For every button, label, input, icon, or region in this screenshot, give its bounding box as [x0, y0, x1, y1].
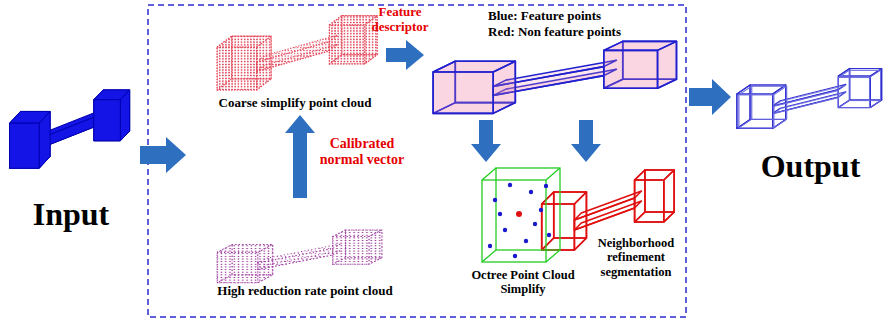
point — [503, 228, 507, 232]
center-point — [516, 211, 522, 217]
point — [524, 239, 528, 243]
input-model — [10, 90, 130, 168]
illustration-group: Octree Point Cloud Simplify — [466, 164, 580, 299]
illustration-group: High reduction rate point cloud — [200, 200, 410, 302]
illustration-group: Coarse simplify point cloud — [205, 8, 385, 113]
point — [533, 222, 537, 226]
edge-label: Feature descriptor — [365, 5, 435, 35]
sparse-point-cloud — [217, 230, 382, 283]
caption-text: High reduction rate point cloud — [200, 284, 410, 299]
point — [508, 183, 512, 187]
point — [539, 208, 543, 212]
point — [544, 184, 548, 188]
output-model-inner — [739, 70, 881, 128]
flow-arrow — [386, 40, 424, 70]
flow-arrow — [471, 120, 501, 162]
flow-arrow — [285, 115, 315, 198]
octree-cube — [482, 168, 560, 262]
caption-text: Output — [733, 148, 888, 185]
illustration-group: Output — [733, 60, 888, 192]
point — [488, 244, 492, 248]
caption-text: Octree Point Cloud Simplify — [466, 268, 580, 297]
flow-arrow — [571, 120, 601, 162]
output-arrow — [689, 79, 731, 115]
point — [493, 198, 497, 202]
caption-text: Coarse simplify point cloud — [205, 96, 385, 111]
caption-text: Neighborhood refinement segmentation — [592, 236, 680, 279]
point — [498, 212, 502, 216]
illustration-group: Input — [4, 82, 138, 235]
coarse-point-cloud — [217, 16, 377, 90]
input-arrow — [140, 137, 186, 173]
point — [529, 190, 533, 194]
process-frame — [148, 5, 686, 317]
caption-text: Input — [4, 196, 138, 233]
edge-label: Calibrated normal vector — [312, 136, 412, 168]
feature-model — [433, 41, 676, 113]
illustration-group: Neighborhood refinement segmentation — [540, 164, 682, 281]
caption-text: Red: Non feature points — [488, 25, 678, 40]
illustration-group: Blue: Feature pointsRed: Non feature poi… — [425, 8, 680, 118]
point — [547, 233, 551, 237]
point — [513, 254, 517, 258]
output-model — [737, 69, 882, 129]
caption-text: Blue: Feature points — [488, 9, 678, 24]
octree-points — [488, 183, 551, 258]
